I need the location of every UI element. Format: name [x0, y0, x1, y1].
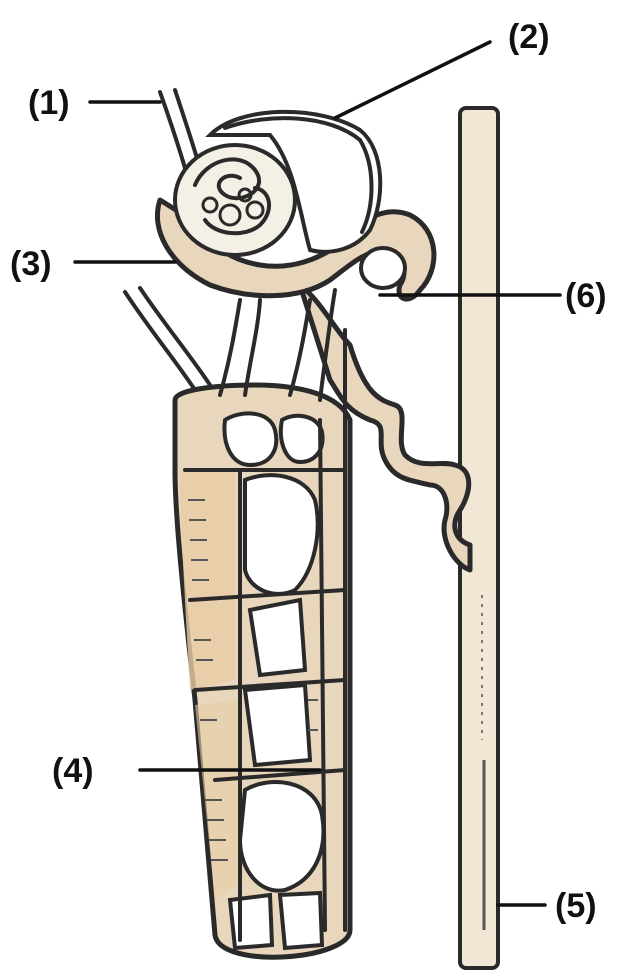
label-1: (1)	[28, 84, 70, 122]
label-5: (5)	[555, 887, 597, 925]
glomerulus	[175, 145, 295, 255]
label-4: (4)	[52, 752, 94, 790]
label-3: (3)	[10, 245, 52, 283]
label-6: (6)	[565, 277, 607, 315]
collecting-duct	[460, 108, 498, 968]
loop-of-henle	[175, 330, 350, 957]
label-2: (2)	[508, 18, 550, 56]
